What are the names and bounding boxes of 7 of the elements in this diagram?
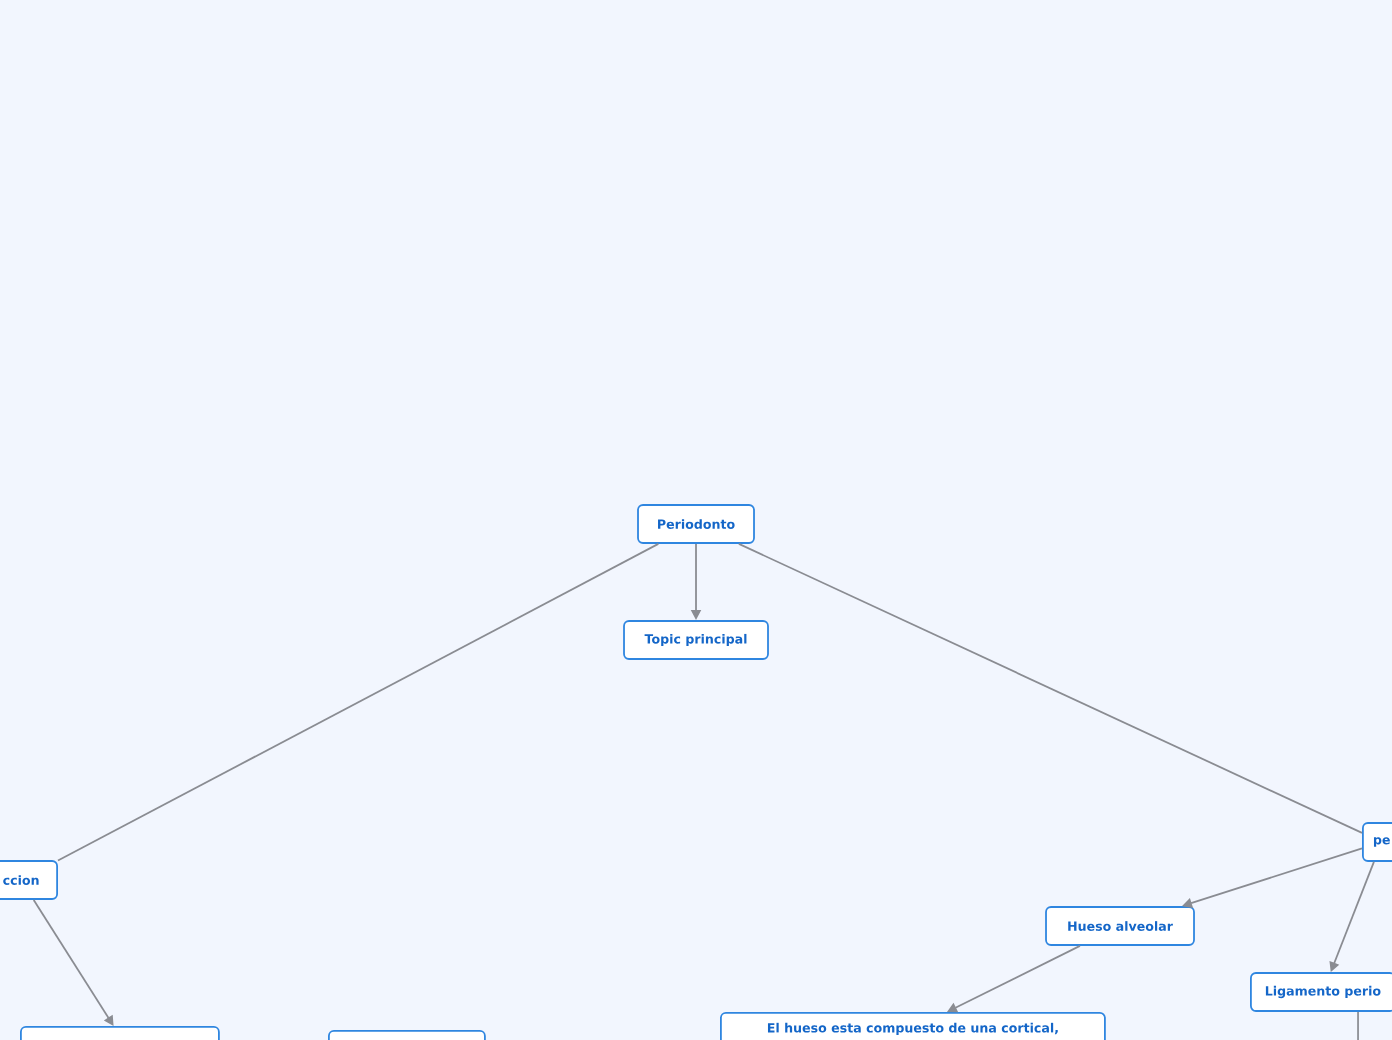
arrow [947,945,1081,1013]
connector-line [738,543,1363,834]
connector-line [1357,1011,1359,1040]
empty-box [328,1030,486,1040]
arrow [32,899,114,1026]
connector-line [57,543,660,862]
empty-box [20,1026,220,1040]
